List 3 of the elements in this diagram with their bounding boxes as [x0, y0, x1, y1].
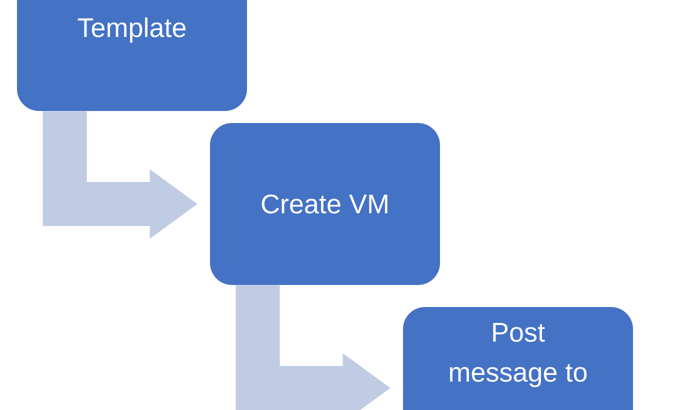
process-box: Template — [17, 0, 247, 111]
process-box: Post message to — [403, 307, 633, 410]
process-box: Create VM — [210, 123, 440, 285]
